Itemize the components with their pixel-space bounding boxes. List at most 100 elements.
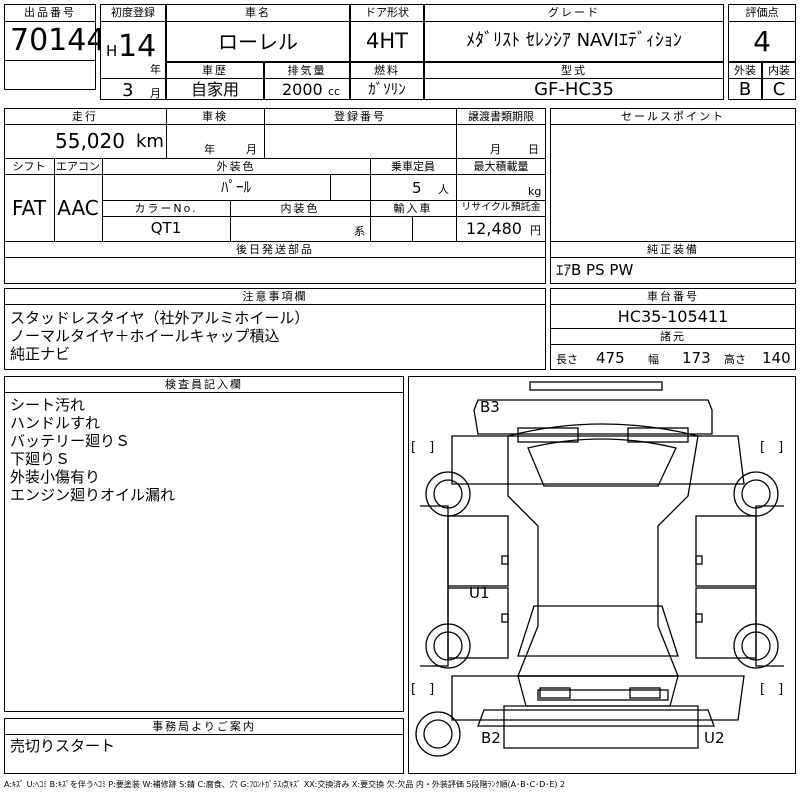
seats: 5 xyxy=(412,179,422,197)
history: 自家用 xyxy=(190,80,239,99)
ext-label: 外装 xyxy=(734,64,756,77)
damage-code-b3: B3 xyxy=(480,398,500,416)
grade-box xyxy=(424,4,724,62)
color-no-label: カラーNo. xyxy=(134,202,198,215)
reg-year: 14 xyxy=(118,29,157,64)
note-line: スタッドレスタイヤ（社外アルミホイール） xyxy=(10,309,310,327)
displacement-unit: cc xyxy=(328,85,341,98)
recycle: 12,480 xyxy=(466,219,522,238)
first-reg-box xyxy=(100,4,166,100)
height-label: 高さ xyxy=(724,353,746,366)
door-box xyxy=(350,4,424,62)
damage-code-u1: U1 xyxy=(469,584,490,602)
bracket-left-bottom: [ ] xyxy=(411,682,435,697)
sales-point-label: セールスポイント xyxy=(621,110,725,123)
recycle-label: リサイクル預託金 xyxy=(461,202,541,213)
grade: ﾒﾀﾞﾘｽﾄ ｾﾚﾝｼｱ NAVIｴﾃﾞｨｼｮﾝ xyxy=(466,30,682,51)
color-no: QT1 xyxy=(150,219,182,237)
equipment: ｴｱB PS PW xyxy=(556,261,634,279)
car-name-label: 車名 xyxy=(245,6,271,19)
door-type: 4HT xyxy=(366,29,408,53)
reg-no-label: 登録番号 xyxy=(334,110,386,123)
color: ﾊﾟｰﾙ xyxy=(220,178,251,196)
month-unit: 月 xyxy=(150,87,161,100)
int-color-label: 内装色 xyxy=(280,202,320,215)
legend: A:ｷｽﾞ U:ﾍｺﾐ B:ｷｽﾞを伴うﾍｺﾐ P:要塗装 W:補修跡 S:錆 … xyxy=(4,780,566,789)
office-label: 事務局よりご案内 xyxy=(152,720,256,733)
fuel-label: 燃料 xyxy=(374,64,400,77)
transfer-month-unit: 月 xyxy=(490,143,501,156)
seats-unit: 人 xyxy=(438,183,449,196)
int-label: 内装 xyxy=(768,64,790,77)
ac: AAC xyxy=(57,196,99,220)
inspection-label: 車検 xyxy=(202,110,228,123)
dims-label: 諸元 xyxy=(660,330,686,343)
ext-grade-box xyxy=(728,62,762,100)
max-load-label: 最大積載量 xyxy=(473,160,529,173)
note-line: ノーマルタイヤ＋ホイールキャップ積込 xyxy=(10,327,280,345)
displacement-box xyxy=(264,62,350,100)
int-grade-box xyxy=(762,62,796,100)
length-label: 長さ xyxy=(556,353,578,366)
fuel-box xyxy=(350,62,424,100)
inspector-line: エンジン廻りオイル漏れ xyxy=(10,486,176,504)
chassis-box xyxy=(550,288,796,370)
equipment-label: 純正装備 xyxy=(647,243,699,256)
bracket-right-bottom: [ ] xyxy=(760,682,784,697)
damage-code-u2: U2 xyxy=(704,729,725,747)
displacement-label: 排気量 xyxy=(287,64,327,77)
transfer-day-unit: 日 xyxy=(528,143,539,156)
inspector-line: バッテリー廻りＳ xyxy=(10,432,131,450)
inspector-line: 外装小傷有り xyxy=(10,468,101,486)
shift: FAT xyxy=(11,196,46,220)
car-name-box xyxy=(166,4,350,62)
bracket-left-top: [ ] xyxy=(411,440,435,455)
recycle-unit: 円 xyxy=(530,224,541,237)
inspector-line: 下廻りＳ xyxy=(10,450,71,468)
equipment-box xyxy=(550,241,796,284)
score-box xyxy=(728,4,796,62)
history-label: 車歴 xyxy=(202,64,228,77)
later-parts-label: 後日発送部品 xyxy=(236,243,314,256)
lot-number-label: 出品番号 xyxy=(24,6,76,19)
ac-label: エアコン xyxy=(56,160,100,173)
model-label: 型式 xyxy=(561,64,587,77)
notes-box xyxy=(4,288,546,370)
bracket-right-top: [ ] xyxy=(760,440,784,455)
grade-label: グレード xyxy=(548,6,600,19)
score-label: 評価点 xyxy=(745,6,779,19)
transfer-label: 譲渡書類期限 xyxy=(468,110,534,123)
inspector-box xyxy=(4,376,404,712)
displacement: 2000 xyxy=(282,80,323,99)
chassis-number: HC35-105411 xyxy=(617,307,729,326)
car-damage-diagram xyxy=(415,381,784,757)
ext-grade: B xyxy=(738,79,752,100)
notes-label: 注意事項欄 xyxy=(242,290,308,303)
score: 4 xyxy=(753,25,771,58)
max-load-unit: kg xyxy=(528,185,542,198)
chassis-label: 車台番号 xyxy=(647,290,699,303)
car-name: ローレル xyxy=(218,30,298,54)
mileage-label: 走行 xyxy=(72,110,98,123)
office-box xyxy=(4,718,404,774)
length: 475 xyxy=(596,349,625,367)
inspector-line: シート汚れ xyxy=(10,396,86,414)
damage-code-b2: B2 xyxy=(481,729,501,747)
first-reg-label: 初度登録 xyxy=(111,6,155,19)
era: H xyxy=(106,42,118,60)
seats-label: 乗車定員 xyxy=(391,160,435,173)
width: 173 xyxy=(682,349,711,367)
sales-point-box xyxy=(550,108,796,242)
office-note: 売切りスタート xyxy=(10,737,116,755)
model-box xyxy=(424,62,724,100)
history-box xyxy=(166,62,264,100)
insp-year-unit: 年 xyxy=(204,143,215,156)
insp-month-unit: 月 xyxy=(246,143,257,156)
inspector-label: 検査員記入欄 xyxy=(165,378,243,391)
lot-number: 70144 xyxy=(10,23,106,58)
mileage-unit: km xyxy=(136,131,164,152)
fuel: ｶﾞｿﾘﾝ xyxy=(368,80,406,98)
note-line: 純正ナビ xyxy=(10,345,71,363)
inspector-line: ハンドルすれ xyxy=(10,414,101,432)
door-label: ドア形状 xyxy=(365,6,409,19)
